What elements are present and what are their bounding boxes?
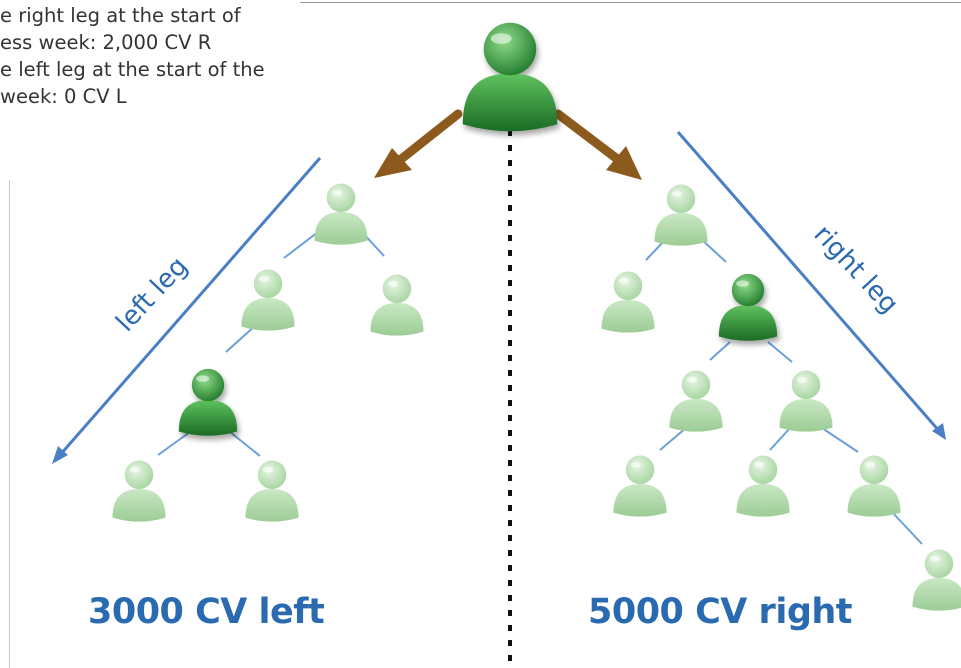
left-leg-arrow — [52, 157, 322, 464]
top-border — [300, 2, 961, 3]
note-line-3: e left leg at the start of the — [0, 58, 265, 81]
left-border — [9, 180, 10, 668]
person-icon — [112, 460, 166, 522]
person-icon-sponsor — [462, 22, 558, 132]
person-icon — [241, 269, 295, 331]
note-line-1: e right leg at the start of — [0, 4, 241, 27]
left-split-arrow — [374, 109, 463, 178]
person-icon — [912, 549, 961, 611]
right-split-arrow — [553, 109, 642, 180]
note-line-2: ess week: 2,000 CV R — [0, 31, 212, 54]
person-icon — [245, 460, 299, 522]
right-leg-arrow — [676, 131, 946, 440]
right-total-label: 5000 CV right — [588, 592, 853, 632]
note-text: e right leg at the start of ess week: 2,… — [0, 2, 300, 110]
person-icon-highlighted — [178, 368, 238, 436]
person-icon — [370, 274, 424, 336]
person-icon — [736, 455, 790, 517]
person-icon — [601, 271, 655, 333]
left-total-label: 3000 CV left — [88, 592, 325, 632]
left-leg-label: left leg — [110, 251, 193, 337]
person-icon-highlighted — [718, 273, 778, 341]
person-icon — [613, 455, 667, 517]
person-icon — [779, 370, 833, 432]
person-icon — [654, 184, 708, 246]
note-line-4: week: 0 CV L — [0, 85, 127, 108]
person-icon — [669, 370, 723, 432]
right-leg-label: right leg — [808, 219, 904, 319]
person-icon — [847, 455, 901, 517]
person-icon — [314, 183, 368, 245]
